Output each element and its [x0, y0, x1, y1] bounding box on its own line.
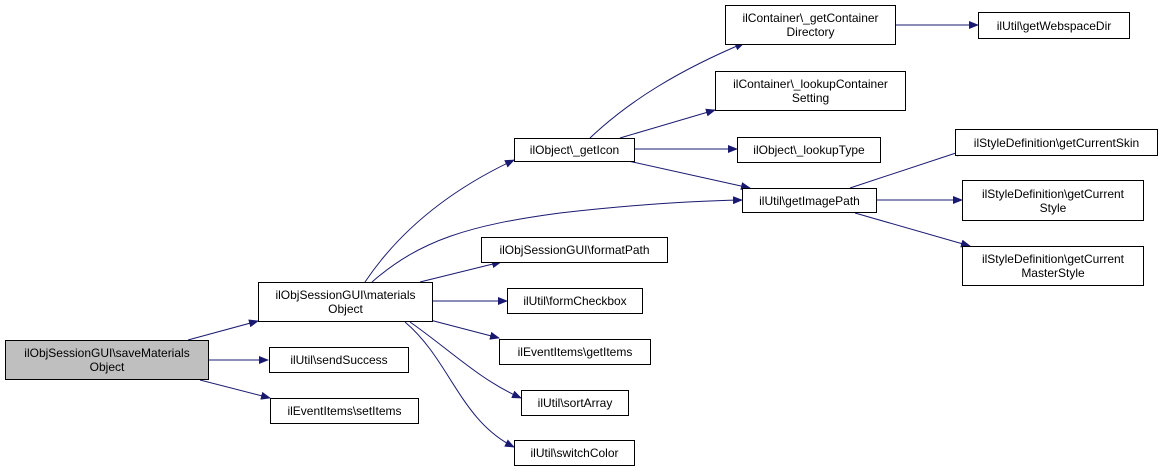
edge-geticon-to-lookupcontainersetting	[619, 108, 716, 139]
node-label: ilEventItems\getItems	[517, 345, 633, 359]
node-label: ilStyleDefinition\getCurrentSkin	[973, 135, 1140, 150]
edge-getimagepath-to-getcurrentmasterstyle	[854, 212, 971, 248]
node-get-image-path[interactable]: ilUtil\getImagePath	[742, 188, 877, 213]
edge-save-to-setitems	[199, 379, 271, 400]
node-switch-color[interactable]: ilUtil\switchColor	[514, 440, 635, 466]
node-get-current-master-style[interactable]: ilStyleDefinition\getCurrent MasterStyle	[962, 246, 1144, 286]
node-label: ilUtil\switchColor	[530, 446, 619, 460]
node-label: ilObjSessionGUI\saveMaterials Object	[24, 346, 190, 374]
node-label: ilObjSessionGUI\materials Object	[275, 288, 416, 316]
node-label: ilUtil\sendSuccess	[290, 353, 388, 367]
node-format-path[interactable]: ilObjSessionGUI\formatPath	[481, 237, 668, 263]
node-lookup-type[interactable]: ilObject\_lookupType	[737, 137, 881, 163]
node-get-items[interactable]: ilEventItems\getItems	[499, 339, 651, 365]
edge-materials-to-getitems	[429, 319, 500, 340]
node-label: ilUtil\getWebspaceDir	[996, 18, 1112, 33]
edge-materials-to-sortarray	[409, 321, 522, 399]
node-form-checkbox[interactable]: ilUtil\formCheckbox	[507, 288, 643, 314]
edge-getimagepath-to-getcurrentskin	[849, 149, 966, 189]
node-lookup-container-setting[interactable]: ilContainer\_lookupContainer Setting	[715, 71, 906, 111]
node-label: ilUtil\formCheckbox	[523, 294, 627, 308]
node-send-success[interactable]: ilUtil\sendSuccess	[269, 347, 409, 373]
node-label: ilEventItems\setItems	[287, 404, 402, 418]
node-get-current-style[interactable]: ilStyleDefinition\getCurrent Style	[962, 180, 1144, 221]
node-label: ilUtil\getImagePath	[759, 193, 860, 208]
node-get-current-skin[interactable]: ilStyleDefinition\getCurrentSkin	[955, 129, 1158, 156]
node-label: ilObject\_lookupType	[753, 143, 865, 157]
node-label: ilObjSessionGUI\formatPath	[499, 243, 650, 257]
node-get-webspace-dir[interactable]: ilUtil\getWebspaceDir	[978, 12, 1130, 39]
edge-materials-to-getimagepath	[371, 196, 743, 283]
node-label: ilContainer\_lookupContainer Setting	[733, 77, 888, 105]
node-label: ilStyleDefinition\getCurrent MasterStyle	[981, 252, 1125, 280]
edge-save-to-materials	[187, 319, 259, 341]
node-get-container-directory[interactable]: ilContainer\_getContainer Directory	[725, 5, 896, 45]
node-get-icon[interactable]: ilObject\_getIcon	[514, 138, 635, 162]
node-label: ilObject\_getIcon	[529, 143, 620, 157]
node-label: ilUtil\sortArray	[537, 396, 613, 410]
node-save-materials-object[interactable]: ilObjSessionGUI\saveMaterials Object	[5, 340, 209, 380]
node-sort-array[interactable]: ilUtil\sortArray	[521, 390, 629, 416]
edge-geticon-to-getcontainerdir	[589, 42, 745, 139]
node-set-items[interactable]: ilEventItems\setItems	[270, 398, 419, 424]
edge-materials-to-geticon	[364, 159, 515, 283]
edge-materials-to-switchcolor	[404, 321, 515, 448]
node-label: ilContainer\_getContainer Directory	[742, 11, 879, 39]
node-materials-object[interactable]: ilObjSessionGUI\materials Object	[258, 282, 433, 322]
node-label: ilStyleDefinition\getCurrent Style	[981, 186, 1125, 215]
edge-materials-to-formatpath	[419, 260, 502, 283]
edge-geticon-to-getimagepath	[627, 160, 751, 190]
